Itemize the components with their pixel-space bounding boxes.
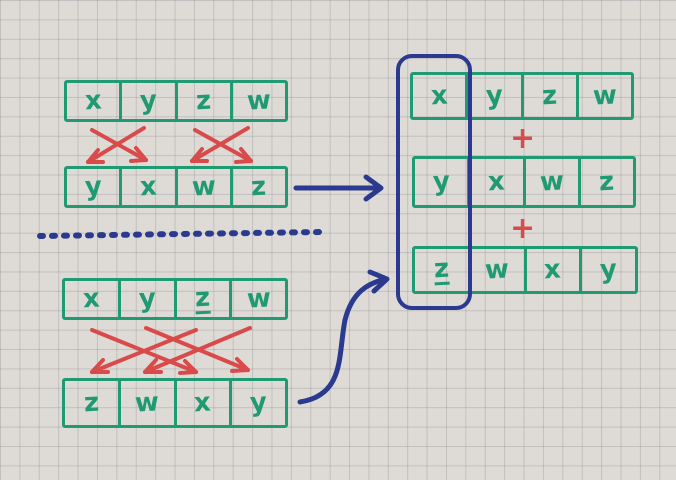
cell: w	[229, 281, 285, 317]
cell: y	[431, 166, 451, 198]
cell: y	[119, 83, 174, 119]
left-row-4: z w x y	[62, 378, 288, 428]
blue-arrows	[293, 174, 390, 405]
cell: x	[119, 169, 174, 205]
left-row-2: y x w z	[64, 166, 288, 208]
right-row-3: z w x y	[412, 246, 638, 294]
left-row-3: x y z w	[62, 278, 288, 320]
plus-sign: +	[510, 121, 536, 156]
cell: w	[229, 83, 285, 119]
right-row-1: x y z w	[410, 72, 634, 120]
cell: w	[467, 249, 524, 291]
cell: z	[520, 75, 576, 117]
cell: y	[83, 171, 103, 203]
red-swap-crosses-top	[86, 126, 253, 164]
cell: y	[465, 75, 520, 117]
cell: x	[173, 381, 230, 425]
cell: w	[522, 159, 578, 205]
cell: y	[579, 249, 635, 291]
plus-sign: +	[510, 211, 536, 246]
cell: z	[174, 83, 230, 119]
cell: w	[575, 75, 631, 117]
red-swap-crosses-bottom	[90, 326, 252, 375]
cell: z	[432, 253, 450, 285]
cell: x	[467, 159, 522, 205]
cell: z	[229, 169, 285, 205]
cell: x	[523, 249, 580, 291]
cell: x	[82, 283, 101, 315]
cell: x	[83, 85, 103, 117]
cell: y	[117, 281, 174, 317]
cell: y	[229, 381, 285, 425]
cell: z	[83, 387, 100, 419]
cell: z	[577, 159, 633, 205]
cell: x	[429, 80, 449, 112]
blue-dotted-separator	[37, 229, 325, 239]
cell: w	[174, 169, 230, 205]
left-row-1: x y z w	[64, 80, 288, 122]
right-row-2: y x w z	[412, 156, 636, 208]
cell: z	[173, 281, 230, 317]
cell: w	[117, 381, 174, 425]
